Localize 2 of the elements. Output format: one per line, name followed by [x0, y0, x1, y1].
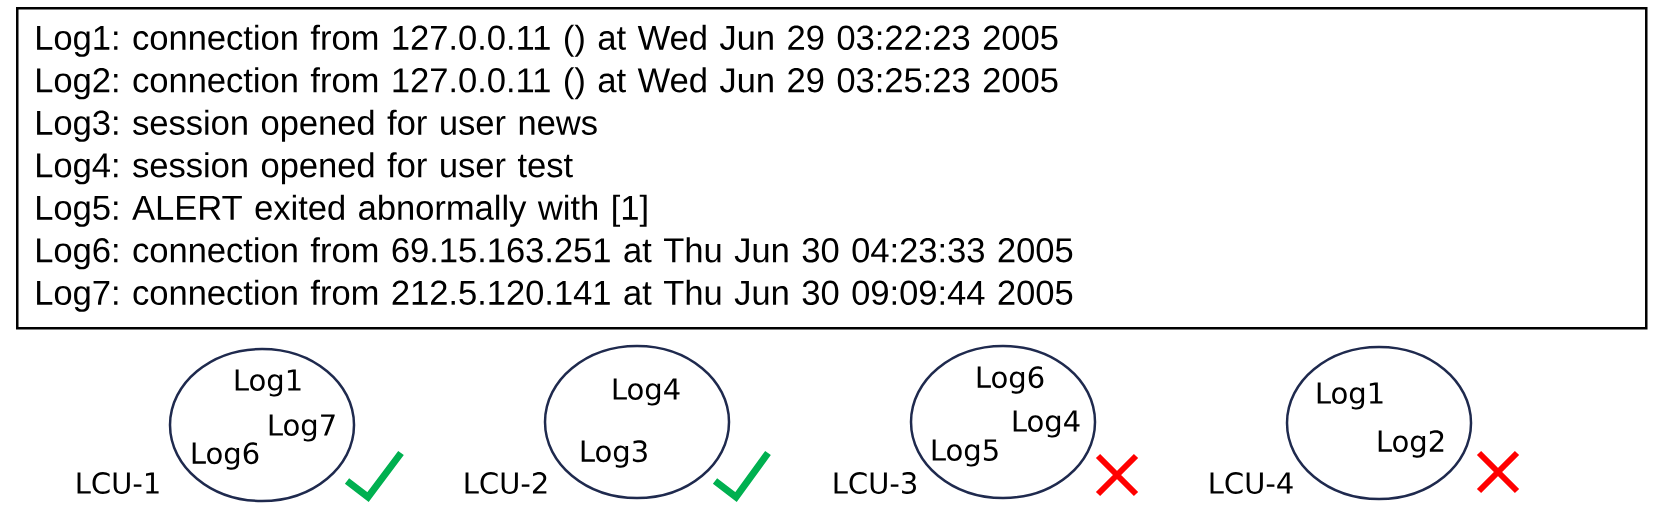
log-box: Log1: connection from 127.0.0.11 () at Wed Jun 29 03:22:23 2005 Log2: connection from 127.0.0.11 () at Wed Jun 29 03:25:23 2005 Log3: session opened for user news Log4: session opened for user test Log5: ALERT exited abnormally with [1] Log6: connection from 69.15.163.251 at Thu Jun 30 04:23:33 2005 Log7: connection from 212.5.120.141 at Thu Jun 30 09:09:44 2005	[16, 7, 1648, 330]
cluster-label: LCU-1	[77, 472, 159, 494]
